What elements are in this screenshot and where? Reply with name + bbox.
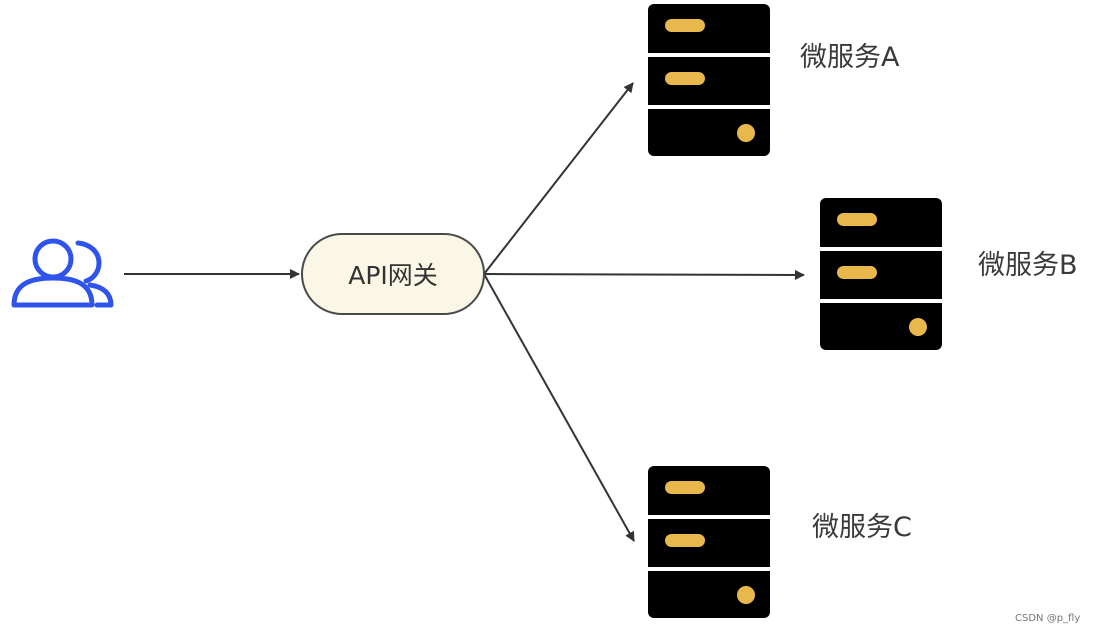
service-c-label: 微服务C bbox=[812, 512, 912, 543]
arrow-gateway-to-service-b bbox=[483, 269, 805, 280]
server-b-icon bbox=[820, 198, 942, 350]
service-a-label: 微服务A bbox=[800, 42, 900, 73]
arrow-gateway-to-service-c bbox=[483, 273, 635, 542]
server-c-icon bbox=[648, 466, 770, 618]
gateway-label: API网关 bbox=[348, 261, 438, 290]
users-group-icon bbox=[11, 238, 114, 308]
watermark: CSDN @p_fly bbox=[1015, 613, 1081, 624]
server-a-icon bbox=[648, 4, 770, 156]
gateway-node bbox=[301, 233, 485, 315]
service-b-label: 微服务B bbox=[978, 250, 1078, 281]
arrow-gateway-to-service-a bbox=[483, 82, 634, 275]
